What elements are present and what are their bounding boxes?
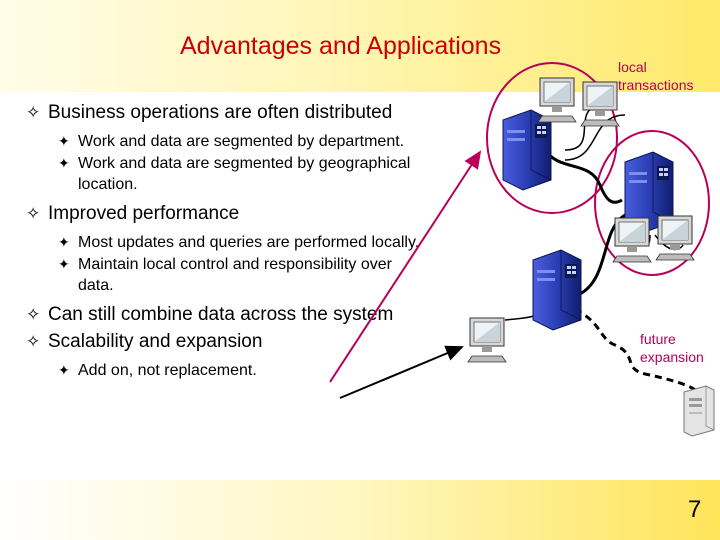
sub-list-performance: ✦Most updates and queries are performed … <box>26 232 426 296</box>
diamond-bullet-icon: ✧ <box>26 305 41 324</box>
remote-site-ellipse <box>594 130 710 276</box>
network-cable <box>564 104 601 151</box>
page-number: 7 <box>688 496 702 523</box>
sub-bullet: ✦Most updates and queries are performed … <box>58 234 420 251</box>
sub-bullet: ✦Work and data are segmented by geograph… <box>58 155 411 193</box>
network-cable <box>564 114 626 161</box>
sub-bullet: ✦Maintain local control and responsibili… <box>58 256 392 294</box>
footer-band <box>0 480 720 540</box>
slide-title: Advantages and Applications <box>180 32 502 60</box>
label-future-expansion: future expansion <box>640 331 704 365</box>
workstation-icon <box>655 215 695 261</box>
sub-bullet: ✦Add on, not replacement. <box>58 362 257 379</box>
network-cable <box>543 149 623 204</box>
star-bullet-icon: ✦ <box>58 362 70 378</box>
diamond-bullet-icon: ✧ <box>26 332 41 351</box>
scalability-arrow <box>339 345 464 399</box>
workstation-icon <box>467 317 507 363</box>
label-local-transactions: local transactions <box>618 59 694 93</box>
workstation-icon <box>580 81 620 127</box>
workstation-icon <box>612 217 652 263</box>
bullet-performance: ✧Improved performance <box>26 203 240 224</box>
diamond-bullet-icon: ✧ <box>26 204 41 223</box>
star-bullet-icon: ✦ <box>58 133 70 149</box>
bullet-scalability: ✧Scalability and expansion <box>26 331 263 352</box>
diamond-bullet-icon: ✧ <box>26 103 41 122</box>
combine-arrow-magenta <box>329 150 482 383</box>
sub-list-distributed: ✦Work and data are segmented by departme… <box>26 131 426 195</box>
sub-list-scalability: ✦Add on, not replacement. <box>26 360 426 381</box>
bullet-combine: ✧Can still combine data across the syste… <box>26 304 394 325</box>
server-central-icon <box>532 249 582 331</box>
bullet-list: ✧Business operations are often distribut… <box>26 100 426 387</box>
bullet-distributed: ✧Business operations are often distribut… <box>26 102 393 123</box>
local-site-ellipse <box>486 62 618 214</box>
future-pc-tower-icon <box>683 385 715 437</box>
workstation-icon <box>537 77 577 123</box>
expansion-cable <box>574 308 699 394</box>
star-bullet-icon: ✦ <box>58 234 70 250</box>
sub-bullet: ✦Work and data are segmented by departme… <box>58 133 405 150</box>
star-bullet-icon: ✦ <box>58 155 70 171</box>
title-band <box>0 0 720 92</box>
star-bullet-icon: ✦ <box>58 256 70 272</box>
